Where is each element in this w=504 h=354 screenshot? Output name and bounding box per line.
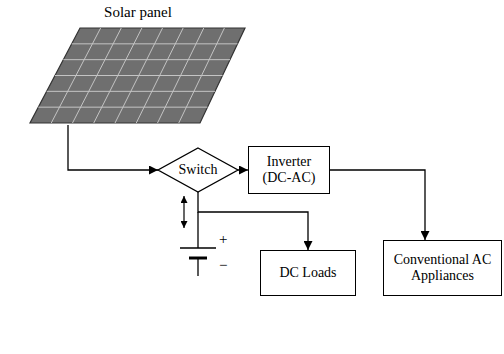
- bidirectional-arrow: [183, 196, 184, 228]
- node-text: DC Loads: [279, 265, 336, 281]
- connector-arrow: [330, 170, 425, 240]
- dc-loads-box: DC Loads: [260, 250, 356, 296]
- ac-appliances-box: Conventional AC Appliances: [383, 240, 502, 296]
- inverter-box: Inverter (DC-AC): [248, 146, 330, 194]
- solar-panel: Solar panel: [28, 2, 248, 125]
- solar-panel-illustration: [28, 2, 248, 125]
- node-text: Switch: [179, 162, 218, 178]
- battery-wire: [197, 212, 198, 248]
- panel-surface: [30, 28, 245, 123]
- battery-wire: [197, 259, 198, 276]
- connector-arrow: [238, 169, 248, 170]
- battery-plate: [180, 247, 216, 249]
- node-text: Inverter (DC-AC): [254, 154, 324, 186]
- polarity-sign: +: [219, 232, 227, 247]
- node-text: Conventional AC Appliances: [389, 252, 496, 284]
- switch-diamond: Switch: [158, 148, 238, 192]
- node-text: Solar panel: [28, 4, 248, 21]
- connector-arrow: [198, 192, 308, 250]
- connector-arrow: [68, 125, 158, 170]
- polarity-sign: −: [219, 258, 227, 273]
- panel-grid: [38, 28, 237, 123]
